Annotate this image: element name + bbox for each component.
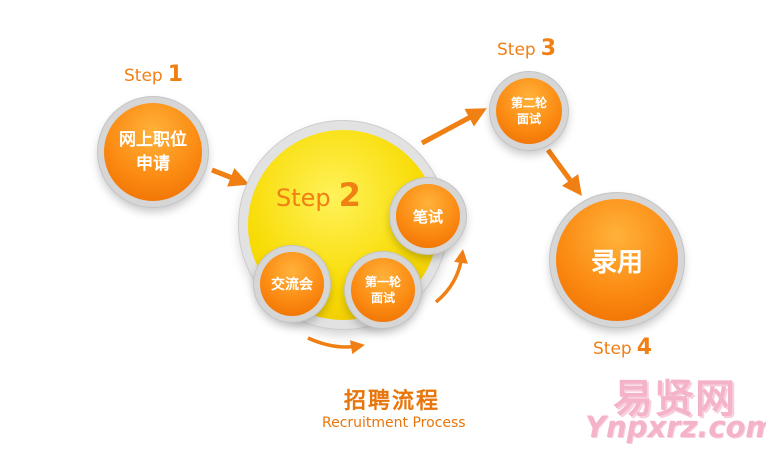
first-interview-circle: 第一轮 面试 bbox=[351, 258, 415, 322]
arrow-step2-to-step3 bbox=[420, 108, 487, 146]
arrow-step1-to-step2 bbox=[211, 167, 250, 187]
arrow-step3-to-step4 bbox=[545, 148, 582, 197]
watermark-text-cn: 易贤网 bbox=[613, 376, 736, 422]
watermark-text-en: Ynpxrz.com bbox=[585, 410, 766, 444]
step1-text-line1: 网上职位 bbox=[119, 130, 187, 150]
step3-circle: 第二轮 面试 bbox=[496, 78, 562, 144]
arrow-inner-bottom bbox=[307, 336, 365, 355]
step1-text-line2: 申请 bbox=[136, 154, 170, 174]
caption-title-en: Recruitment Process bbox=[322, 415, 466, 431]
written-test-circle: 笔试 bbox=[396, 184, 460, 248]
caption-title-cn: 招聘流程 bbox=[344, 389, 441, 414]
step4-circle: 录用 bbox=[556, 199, 678, 321]
step1-circle: 网上职位 申请 bbox=[104, 103, 202, 201]
exchange-meeting-circle: 交流会 bbox=[260, 252, 324, 316]
arrow-inner-right bbox=[434, 249, 468, 304]
